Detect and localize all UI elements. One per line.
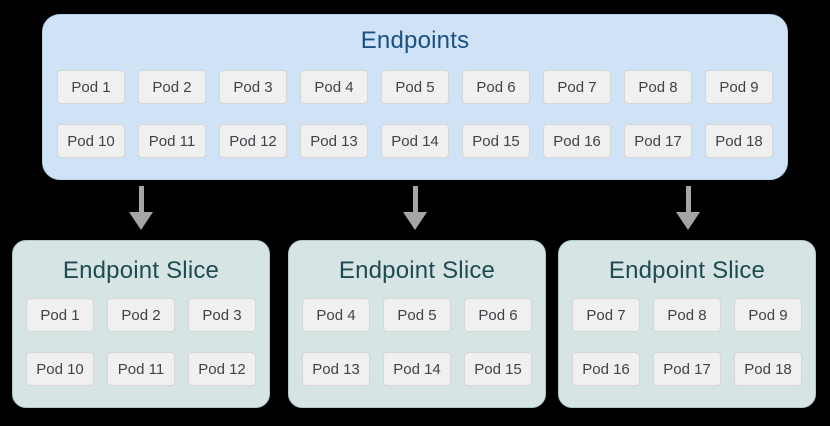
endpoints-pod-rows: Pod 1 Pod 2 Pod 3 Pod 4 Pod 5 Pod 6 Pod … xyxy=(43,70,787,158)
down-arrow-icon xyxy=(676,186,700,230)
pod: Pod 6 xyxy=(462,70,530,104)
pod: Pod 16 xyxy=(543,124,611,158)
pod: Pod 14 xyxy=(381,124,449,158)
pod: Pod 7 xyxy=(543,70,611,104)
arrow-stem xyxy=(138,186,144,212)
pod: Pod 3 xyxy=(188,298,256,332)
arrow-stem xyxy=(412,186,418,212)
slice-3-pod-rows: Pod 7 Pod 8 Pod 9 Pod 16 Pod 17 Pod 18 xyxy=(559,298,815,386)
endpoint-slice-title: Endpoint Slice xyxy=(62,257,220,284)
pod: Pod 17 xyxy=(624,124,692,158)
pod: Pod 16 xyxy=(572,352,640,386)
pod: Pod 1 xyxy=(57,70,125,104)
slice-1-pod-row-2: Pod 10 Pod 11 Pod 12 xyxy=(26,352,256,386)
slice-3-pod-row-2: Pod 16 Pod 17 Pod 18 xyxy=(572,352,802,386)
endpoint-slice-box-2: Endpoint Slice Pod 4 Pod 5 Pod 6 Pod 13 … xyxy=(288,240,546,408)
pod: Pod 13 xyxy=(302,352,370,386)
pod: Pod 5 xyxy=(381,70,449,104)
arrow-head xyxy=(676,212,700,230)
endpoint-slice-box-3: Endpoint Slice Pod 7 Pod 8 Pod 9 Pod 16 … xyxy=(558,240,816,408)
arrow-head xyxy=(403,212,427,230)
pod: Pod 2 xyxy=(138,70,206,104)
pod: Pod 15 xyxy=(462,124,530,158)
pod: Pod 17 xyxy=(653,352,721,386)
endpoint-slice-box-1: Endpoint Slice Pod 1 Pod 2 Pod 3 Pod 10 … xyxy=(12,240,270,408)
slice-1-pod-row-1: Pod 1 Pod 2 Pod 3 xyxy=(26,298,256,332)
arrow-stem xyxy=(685,186,691,212)
pod: Pod 18 xyxy=(705,124,773,158)
down-arrow-icon xyxy=(129,186,153,230)
pod: Pod 8 xyxy=(624,70,692,104)
down-arrow-icon xyxy=(403,186,427,230)
pod: Pod 9 xyxy=(705,70,773,104)
arrow-head xyxy=(129,212,153,230)
pod: Pod 2 xyxy=(107,298,175,332)
pod: Pod 11 xyxy=(138,124,206,158)
slice-1-pod-rows: Pod 1 Pod 2 Pod 3 Pod 10 Pod 11 Pod 12 xyxy=(13,298,269,386)
pod: Pod 14 xyxy=(383,352,451,386)
pod: Pod 6 xyxy=(464,298,532,332)
pod: Pod 9 xyxy=(734,298,802,332)
pod: Pod 18 xyxy=(734,352,802,386)
endpoints-box: Endpoints Pod 1 Pod 2 Pod 3 Pod 4 Pod 5 … xyxy=(42,14,788,180)
slice-2-pod-row-1: Pod 4 Pod 5 Pod 6 xyxy=(302,298,532,332)
slice-3-pod-row-1: Pod 7 Pod 8 Pod 9 xyxy=(572,298,802,332)
pod: Pod 3 xyxy=(219,70,287,104)
pod: Pod 1 xyxy=(26,298,94,332)
endpoints-pod-row-2: Pod 10 Pod 11 Pod 12 Pod 13 Pod 14 Pod 1… xyxy=(57,124,773,158)
slice-2-pod-rows: Pod 4 Pod 5 Pod 6 Pod 13 Pod 14 Pod 15 xyxy=(289,298,545,386)
pod: Pod 12 xyxy=(188,352,256,386)
pod: Pod 12 xyxy=(219,124,287,158)
pod: Pod 10 xyxy=(57,124,125,158)
pod: Pod 4 xyxy=(302,298,370,332)
endpoints-title: Endpoints xyxy=(360,27,470,54)
pod: Pod 10 xyxy=(26,352,94,386)
pod: Pod 7 xyxy=(572,298,640,332)
endpoint-slice-title: Endpoint Slice xyxy=(338,257,496,284)
pod: Pod 8 xyxy=(653,298,721,332)
slice-2-pod-row-2: Pod 13 Pod 14 Pod 15 xyxy=(302,352,532,386)
pod: Pod 11 xyxy=(107,352,175,386)
pod: Pod 5 xyxy=(383,298,451,332)
endpoints-pod-row-1: Pod 1 Pod 2 Pod 3 Pod 4 Pod 5 Pod 6 Pod … xyxy=(57,70,773,104)
endpoint-slice-title: Endpoint Slice xyxy=(608,257,766,284)
pod: Pod 15 xyxy=(464,352,532,386)
pod: Pod 4 xyxy=(300,70,368,104)
pod: Pod 13 xyxy=(300,124,368,158)
